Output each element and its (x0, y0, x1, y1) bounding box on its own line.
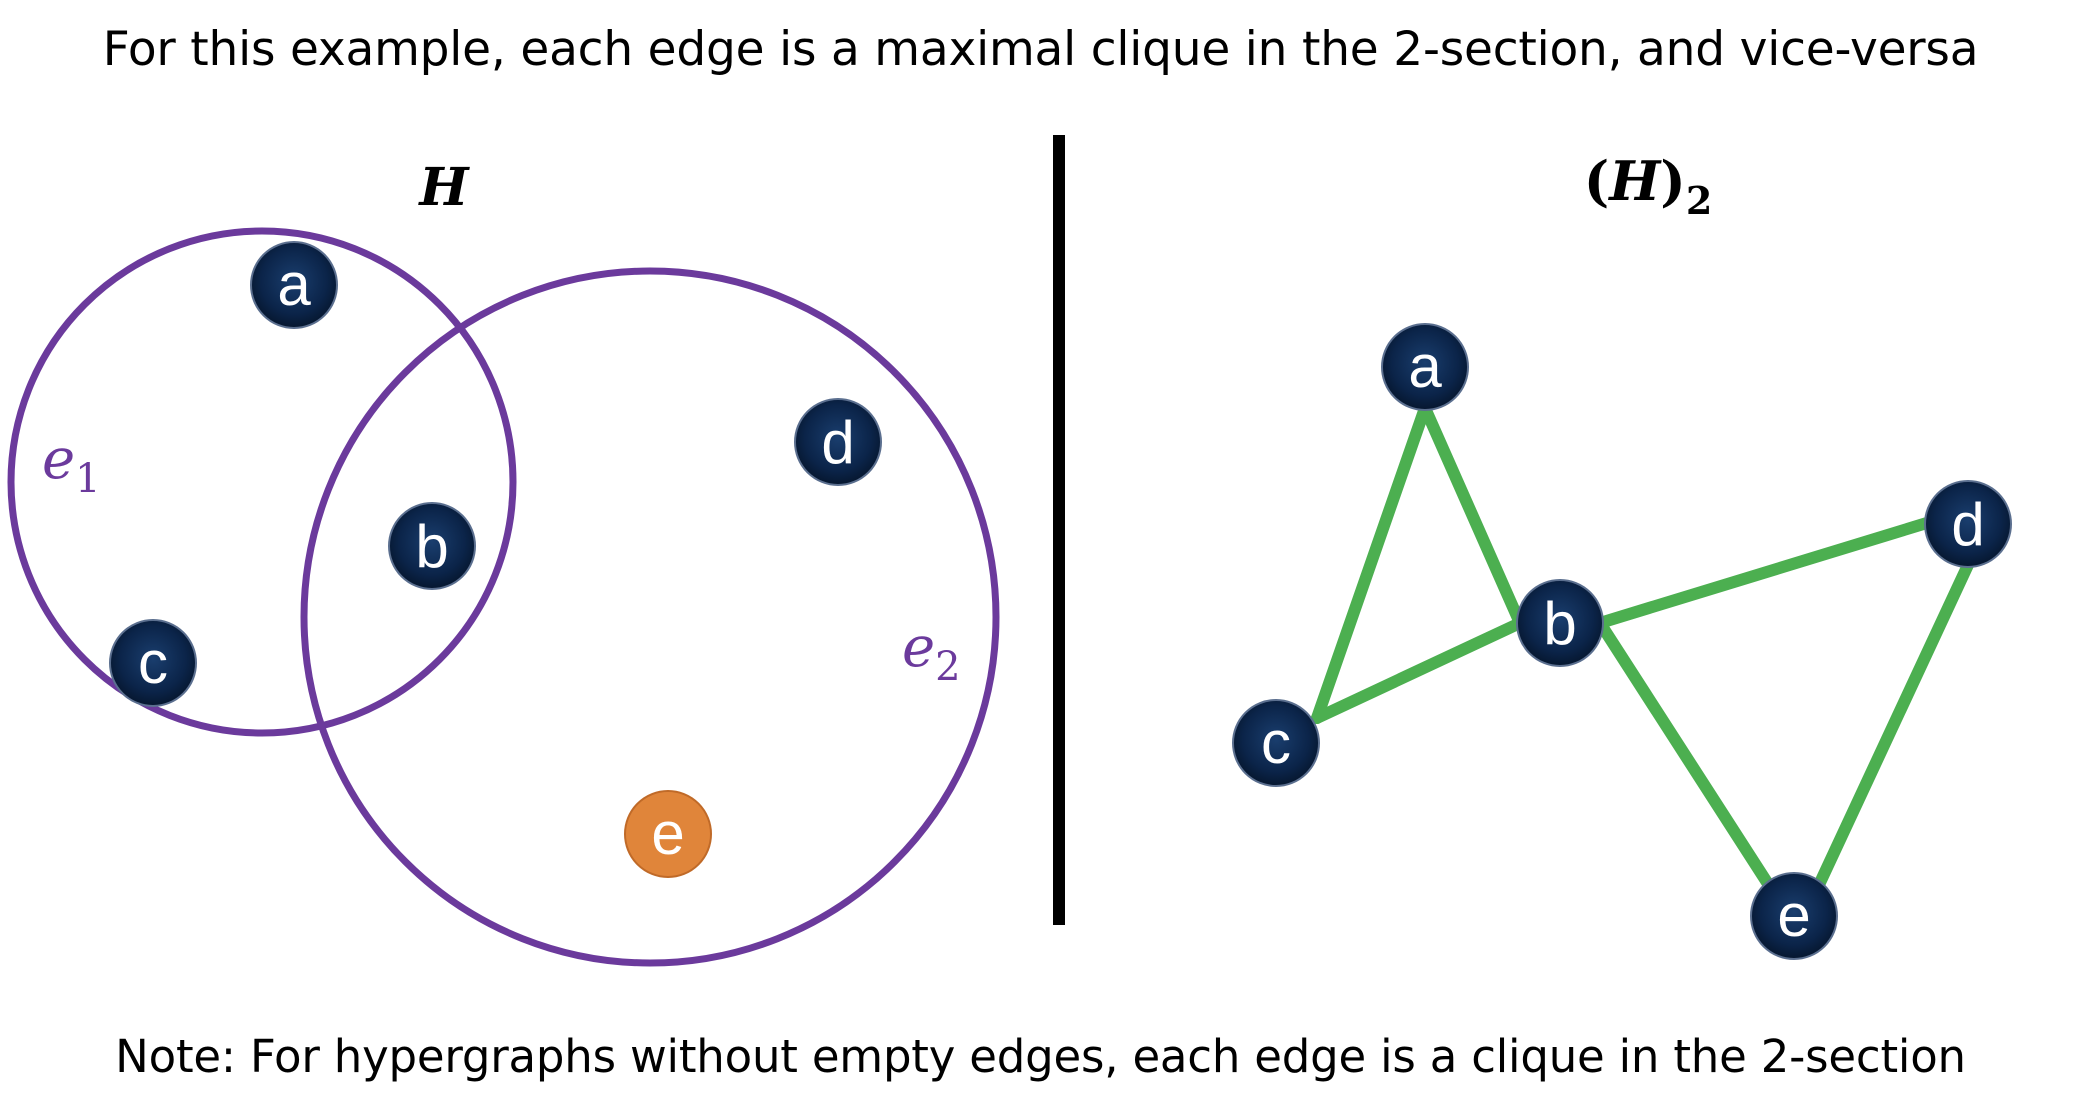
graph-edge-a-b (1419, 402, 1526, 629)
hyperedge-e1-subscript: 1 (75, 456, 100, 502)
graph-node-b-label: b (1543, 590, 1576, 657)
hypergraph-node-b: b (388, 502, 476, 590)
hyperedge-e2-subscript: 2 (935, 644, 960, 690)
graph-edge-d-e (1812, 559, 1974, 893)
panel-divider (1053, 135, 1065, 925)
hyperedge-e1 (7, 227, 517, 737)
hypergraph-node-e-label: e (651, 800, 684, 867)
graph-node-e-label: e (1777, 882, 1810, 949)
hypergraph-node-b-label: b (415, 513, 448, 580)
hypergraph-label: H (417, 157, 470, 218)
graph-edge-b-c (1311, 617, 1526, 724)
footnote: Note: For hypergraphs without empty edge… (115, 1030, 1966, 1083)
graph-edge-b-d (1594, 516, 1936, 629)
two-section-label: (H)2 (1584, 149, 1713, 223)
hyperedge-e2-label: e2 (902, 615, 961, 690)
hyperedge-e2-name: e (902, 615, 935, 680)
graph-edge-b-e (1594, 617, 1776, 893)
graph-node-d-label: d (1951, 491, 1984, 558)
hypergraph-node-d: d (794, 398, 882, 486)
graph-node-c-label: c (1261, 709, 1291, 776)
two-section-label-subscript: 2 (1686, 178, 1712, 223)
hypergraph-node-d-label: d (821, 409, 854, 476)
graph-node-c: c (1232, 699, 1320, 787)
two-section-label-close: ) (1660, 149, 1686, 213)
hypergraph-node-a: a (250, 241, 338, 329)
two-section-label-name: H (1607, 149, 1662, 213)
hyperedge-e2 (300, 267, 1000, 967)
graph-node-d: d (1924, 480, 2012, 568)
two-section-panel: (H)2 a b c d e (1232, 149, 2012, 960)
page-title: For this example, each edge is a maximal… (102, 22, 1979, 77)
graph-node-e: e (1750, 872, 1838, 960)
hyperedge-e1-name: e (42, 427, 75, 492)
hypergraph-node-e: e (624, 790, 712, 878)
graph-edge-a-c (1311, 402, 1431, 724)
hypergraph-node-a-label: a (277, 251, 311, 318)
hypergraph-panel: H e1 e2 a b c d e (7, 157, 1000, 967)
hypergraph-node-c: c (109, 619, 197, 707)
two-section-label-open: ( (1584, 149, 1610, 213)
graph-node-a: a (1381, 323, 1469, 411)
hypergraph-node-c-label: c (138, 629, 168, 696)
hyperedge-e1-label: e1 (42, 427, 101, 502)
graph-node-b: b (1516, 579, 1604, 667)
graph-node-a-label: a (1408, 333, 1442, 400)
graph-edges (1311, 402, 1974, 893)
